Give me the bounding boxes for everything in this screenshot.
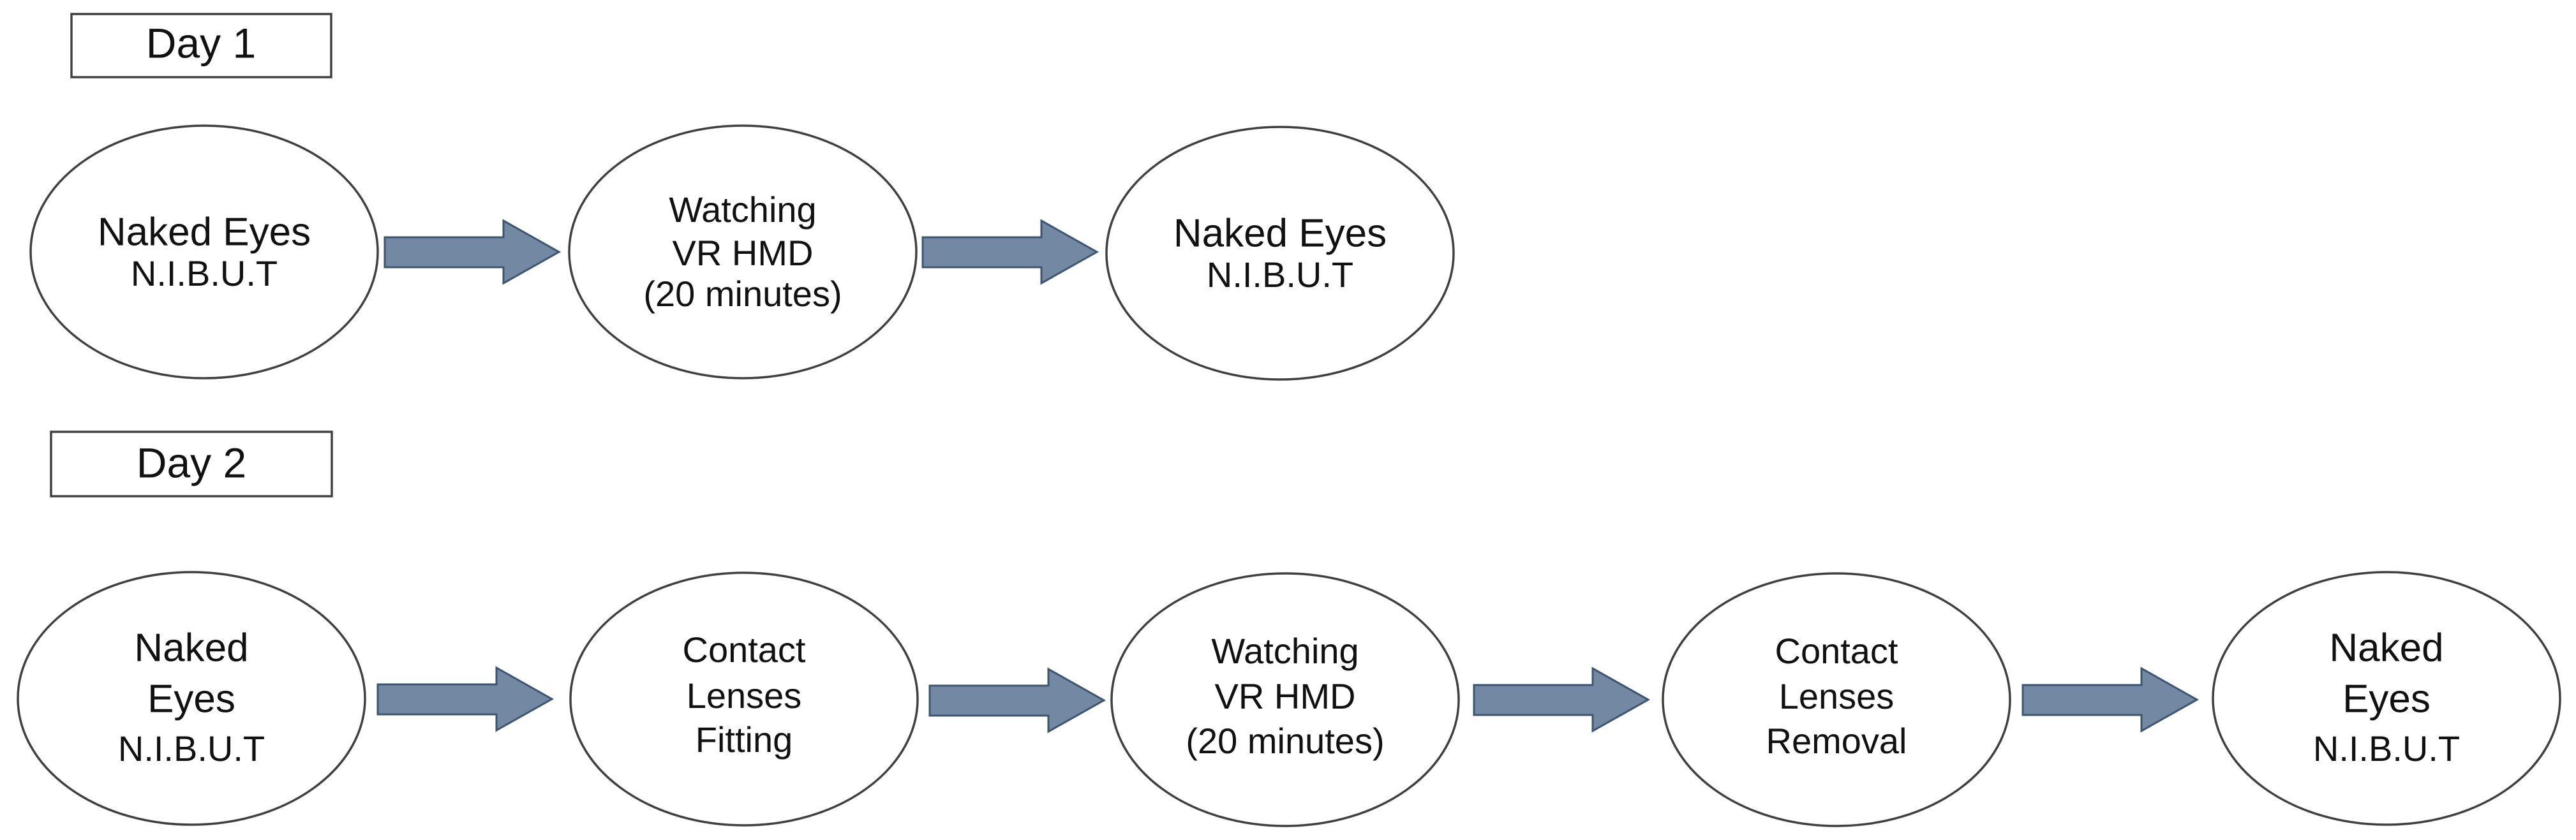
step-line: Eyes	[2342, 677, 2431, 721]
step-line: Contact	[683, 630, 806, 670]
step-line: Naked Eyes	[1173, 211, 1387, 255]
step-line: N.I.B.U.T	[1207, 254, 1353, 295]
day2-step-naked-eyes: Naked Eyes N.I.B.U.T	[17, 571, 366, 826]
day1-step-naked-eyes-final: Naked Eyes N.I.B.U.T	[1105, 126, 1455, 381]
day2-section: Day 2 Naked Eyes N.I.B.U.T Contact Lense…	[17, 431, 2561, 827]
day2-arrow-4	[2021, 667, 2200, 733]
day1-label: Day 1	[146, 19, 256, 66]
day2-arrow-1	[376, 666, 555, 732]
step-line: Naked Eyes	[98, 210, 311, 254]
step-line: (20 minutes)	[1186, 721, 1384, 761]
step-line: N.I.B.U.T	[2313, 728, 2460, 769]
step-line: Eyes	[147, 677, 235, 721]
day1-arrow-1	[383, 219, 562, 285]
step-line: N.I.B.U.T	[118, 728, 265, 769]
day1-label-box	[70, 13, 332, 78]
step-line: N.I.B.U.T	[131, 253, 278, 293]
step-line: Removal	[1766, 721, 1907, 761]
step-line: Contact	[1775, 631, 1898, 671]
step-line: Lenses	[1779, 676, 1895, 716]
step-line: Watching	[669, 189, 816, 230]
day2-arrow-3	[1473, 667, 1651, 733]
step-line: Fitting	[696, 719, 793, 760]
day2-step-naked-eyes-final: Naked Eyes N.I.B.U.T	[2212, 571, 2561, 826]
day1-section: Day 1 Naked Eyes N.I.B.U.T Watching VR H…	[29, 13, 1455, 381]
step-line: VR HMD	[673, 233, 814, 273]
day1-step-watching-vr: Watching VR HMD (20 minutes)	[568, 124, 918, 379]
step-line: (20 minutes)	[643, 274, 842, 314]
step-line: Watching	[1211, 631, 1359, 671]
day1-arrow-2	[921, 219, 1099, 285]
day2-step-watching-vr: Watching VR HMD (20 minutes)	[1110, 572, 1460, 827]
day2-label-box	[50, 431, 333, 497]
step-line: Lenses	[687, 675, 802, 716]
day1-step-naked-eyes: Naked Eyes N.I.B.U.T	[29, 124, 379, 379]
day2-step-contact-fitting: Contact Lenses Fitting	[569, 571, 919, 827]
step-line: VR HMD	[1215, 676, 1356, 716]
day2-arrow-2	[928, 667, 1106, 733]
day2-step-contact-removal: Contact Lenses Removal	[1662, 572, 2011, 827]
step-line: Naked	[134, 626, 248, 670]
day2-label: Day 2	[137, 439, 246, 486]
step-line: Naked	[2329, 626, 2443, 670]
